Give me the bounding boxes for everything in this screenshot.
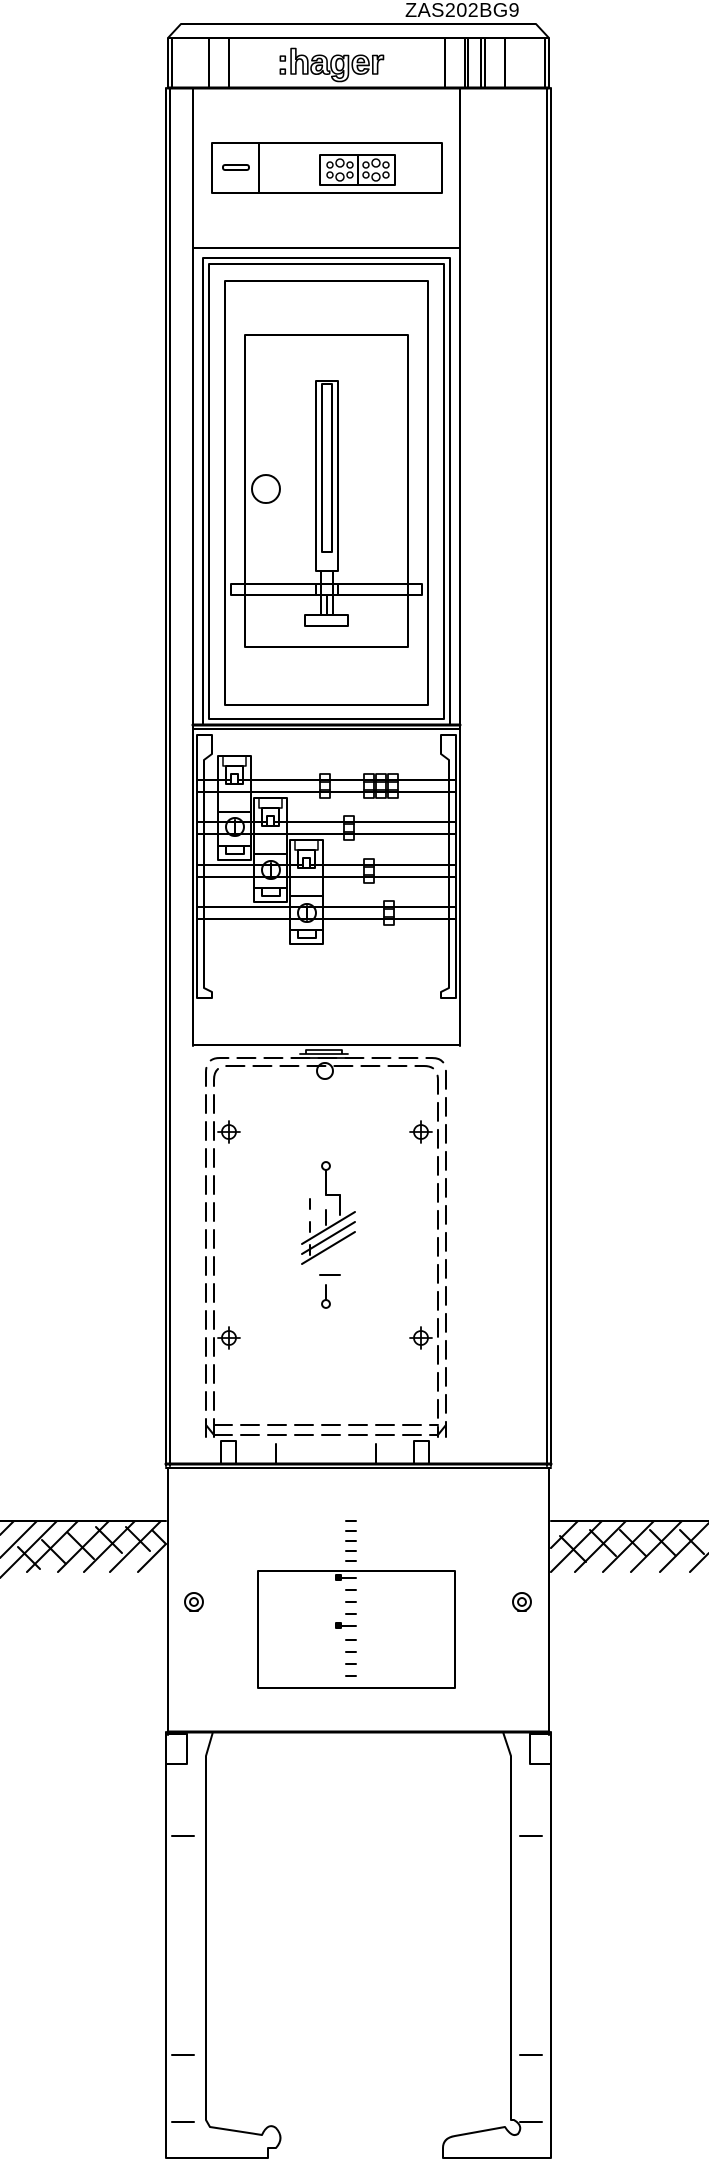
fuse-switch-icon	[226, 818, 244, 836]
ground-hatching-icon	[0, 1521, 709, 1578]
fuse-switch-icon	[262, 861, 280, 879]
busbar-clamp-icon	[320, 774, 330, 798]
right-leg-flange	[530, 1734, 551, 1764]
cross-target-icon	[410, 1327, 432, 1349]
model-code-label: ZAS202BG9	[405, 0, 520, 22]
busbar-clamp-icon	[388, 774, 398, 798]
column-body	[166, 88, 551, 1468]
busbar-l2	[197, 822, 456, 834]
busbar-l3	[197, 865, 456, 877]
ground-nut-icon	[513, 1593, 531, 1611]
brand-logo: :hager	[277, 43, 384, 82]
meter-handle	[305, 615, 348, 626]
meter-window	[245, 335, 408, 647]
busbar-clamp-icon	[364, 774, 374, 798]
busbar-clamp-icon	[384, 901, 394, 925]
column-base	[168, 1468, 549, 1735]
fuse-switch-3	[290, 840, 323, 944]
fuse-switch-2	[254, 798, 287, 902]
busbar-compartment	[193, 735, 460, 1045]
foundation-legs	[166, 1732, 551, 2158]
cross-target-icon	[218, 1327, 240, 1349]
cap-rib-right-1	[445, 38, 465, 88]
busbars	[197, 780, 456, 919]
cap-rib-right-2	[468, 38, 481, 88]
busbar-l1	[197, 780, 456, 792]
lower-access-panel	[206, 1050, 446, 1464]
cable-entry-plate	[258, 1571, 455, 1688]
busbar-clamp-icon	[364, 859, 374, 883]
ground-nut-icon	[185, 1593, 203, 1611]
terminal-display-module	[193, 143, 460, 248]
connector-pins	[327, 159, 389, 181]
cover-screw-icon	[317, 1063, 333, 1079]
left-leg-flange	[166, 1734, 187, 1764]
cap-rib-left	[209, 38, 229, 88]
meter-rail	[231, 584, 422, 595]
fuse-switch-icon	[298, 904, 316, 922]
meter-slot	[316, 381, 338, 571]
cross-target-icon	[218, 1121, 240, 1143]
cover-foot-right	[414, 1441, 429, 1464]
busbar-n	[197, 907, 456, 919]
busbar-clamp-icon	[376, 774, 386, 798]
meter-lock-icon	[252, 475, 280, 503]
depth-scale	[336, 1521, 356, 1676]
busbar-clamp-icon	[344, 816, 354, 840]
cover-foot-left	[221, 1441, 236, 1464]
right-mounting-bracket	[441, 735, 456, 998]
left-mounting-bracket	[197, 735, 212, 998]
cap-rib-right-3	[485, 38, 505, 88]
fuse-switch-1	[218, 756, 251, 860]
meter-compartment	[193, 258, 460, 729]
switch-symbol-icon	[302, 1162, 355, 1308]
cross-target-icon	[410, 1121, 432, 1143]
top-cap: :hager	[168, 24, 549, 88]
busbar-clamps	[320, 774, 398, 925]
